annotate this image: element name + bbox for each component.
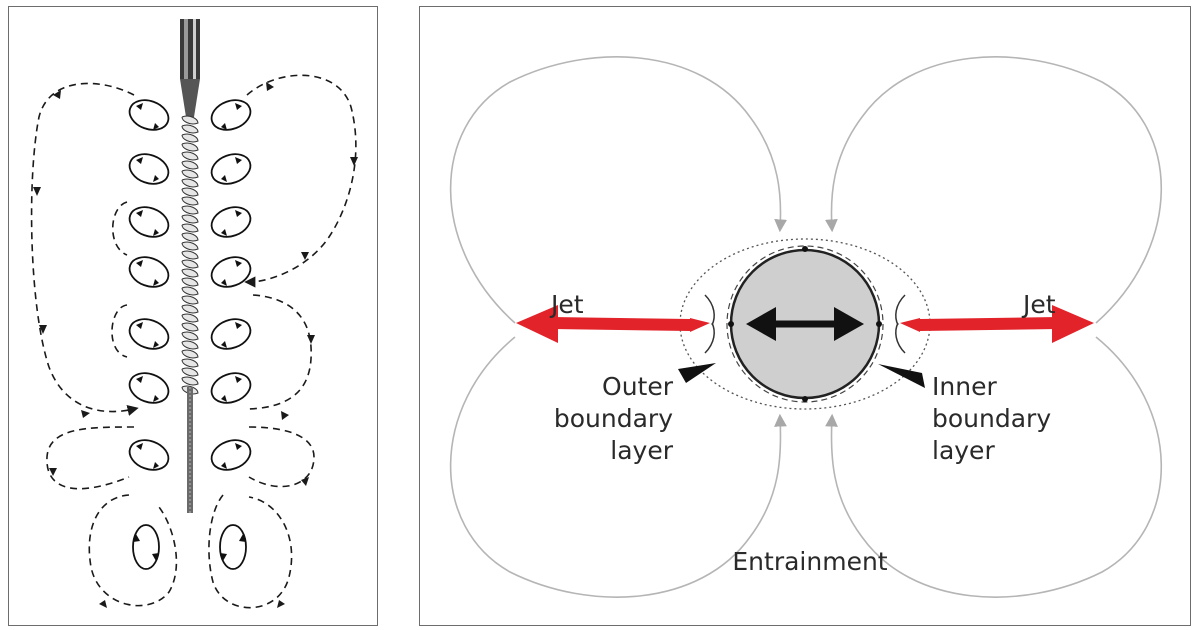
lobe-lower-right <box>825 336 1163 598</box>
streaming-diagram: Jet Jet Outer boundary layer Inner bound… <box>449 56 1163 598</box>
inner-vortices-right <box>210 99 252 570</box>
label-inner-line1: Inner <box>932 372 997 401</box>
outer-circulation-right <box>208 74 357 609</box>
drill-flute-segment <box>181 277 199 287</box>
drill-flute-segment <box>181 358 199 368</box>
left-panel-drill-vortices <box>8 6 378 626</box>
drill-flute-segment <box>181 115 199 125</box>
drill-flute-segment <box>181 322 199 332</box>
jet-origin-curves <box>704 294 906 354</box>
drill-twist-body <box>181 115 199 395</box>
inner-vortex-arrows <box>133 103 246 561</box>
oscillation-arrow <box>746 307 864 341</box>
jet-right-arrow <box>900 305 1094 343</box>
label-outer-line2: boundary <box>554 404 673 433</box>
jet-left-arrow <box>516 305 710 343</box>
label-entrainment: Entrainment <box>732 547 887 576</box>
drill-vortex-diagram <box>30 19 358 609</box>
label-inner-line3: layer <box>932 436 995 465</box>
drill-flute-segment <box>181 232 199 242</box>
drill-shank <box>180 19 200 117</box>
drill-flute-segment <box>181 286 199 296</box>
drill-flute-segment <box>181 133 199 143</box>
lobe-upper-right <box>825 56 1162 324</box>
lobe-upper-left <box>449 56 787 324</box>
label-outer-line1: Outer <box>602 372 674 401</box>
drill-flute-segment <box>181 169 199 179</box>
drill-tip <box>187 387 193 513</box>
drill-flute-segment <box>181 331 199 341</box>
stagnation-points <box>728 246 882 402</box>
drill-flute-segment <box>181 223 199 233</box>
drill-flute-segment <box>181 313 199 323</box>
drill-flute-segment <box>181 196 199 206</box>
drill-flute-segment <box>181 295 199 305</box>
drill-flute-segment <box>181 178 199 188</box>
drill-flute-segment <box>181 205 199 215</box>
drill-flute-segment <box>181 124 199 134</box>
outer-circulation-left <box>30 82 178 607</box>
label-outer-line3: layer <box>610 436 673 465</box>
lobe-lower-left <box>449 336 787 598</box>
drill-flute-segment <box>181 151 199 161</box>
drill-flute-segment <box>181 268 199 278</box>
right-panel-acoustic-streaming: Jet Jet Outer boundary layer Inner bound… <box>419 6 1191 626</box>
outer-layer-pointer <box>678 363 716 383</box>
drill-flute-segment <box>181 340 199 350</box>
inner-vortices-left <box>128 99 170 570</box>
drill-flute-segment <box>181 160 199 170</box>
outer-circulation-arrowheads <box>33 82 358 608</box>
drill-flute-segment <box>181 259 199 269</box>
drill-flute-segment <box>181 304 199 314</box>
drill-flute-segment <box>181 376 199 386</box>
drill-flute-segment <box>181 214 199 224</box>
streamline-lobes <box>449 56 1163 598</box>
inner-layer-pointer <box>878 364 925 388</box>
drill-flute-segment <box>181 349 199 359</box>
label-jet-right: Jet <box>1021 290 1056 319</box>
drill-flute-segment <box>181 250 199 260</box>
drill-flute-segment <box>181 367 199 377</box>
label-inner-line2: boundary <box>932 404 1051 433</box>
label-jet-left: Jet <box>549 290 584 319</box>
drill-flute-segment <box>181 142 199 152</box>
drill-flute-segment <box>181 187 199 197</box>
drill-flute-segment <box>181 241 199 251</box>
